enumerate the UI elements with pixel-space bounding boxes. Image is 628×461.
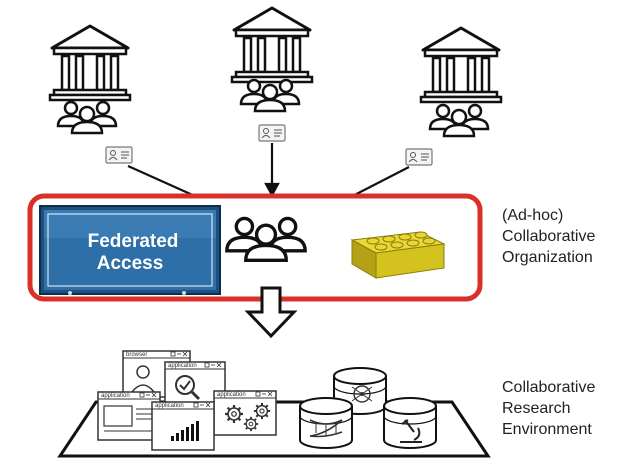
application-window-icon: application: [97, 391, 161, 441]
institution-icon: [48, 24, 132, 102]
bar-chart-icon: [171, 421, 199, 441]
users-group-icon: [239, 78, 301, 113]
label-line: Collaborative: [502, 379, 596, 396]
database-icon: [299, 397, 353, 449]
arrowhead-center: [264, 182, 280, 198]
database-icon: [383, 397, 437, 449]
users-group-icon: [428, 103, 490, 138]
gear-icon: [252, 401, 272, 421]
label-line: Environment: [502, 421, 592, 438]
institution-right: [419, 26, 503, 138]
lego-brick-icon: [350, 231, 446, 279]
label-line: Research: [502, 400, 571, 417]
window-title: application: [155, 403, 184, 409]
window-title: application: [101, 393, 130, 399]
label-line: (Ad-hoc): [502, 207, 564, 224]
sign-line-2: Access: [97, 253, 164, 274]
window-title: application: [168, 363, 197, 369]
microscope-icon: [400, 419, 422, 443]
window-title: application: [217, 392, 246, 398]
collaborative-research-environment-label: Collaborative Research Environment: [502, 377, 595, 440]
institution-icon: [419, 26, 503, 104]
gear-icon: [223, 403, 245, 425]
application-window-icon: application: [213, 390, 277, 436]
institution-left: [48, 24, 132, 135]
id-card-icon: [105, 146, 133, 164]
window-title: browser: [126, 352, 147, 358]
federated-access-sign: Federated Access: [39, 205, 221, 295]
id-card-icon: [405, 148, 433, 166]
down-arrow: [244, 286, 298, 339]
application-window-icon: application: [151, 401, 215, 451]
gear-icon: [242, 415, 260, 433]
label-line: Organization: [502, 249, 593, 266]
collaborative-organization-label: (Ad-hoc) Collaborative Organization: [502, 205, 595, 268]
sign-line-1: Federated: [88, 231, 179, 252]
id-card-icon: [258, 124, 286, 142]
users-group-icon: [56, 100, 118, 135]
label-line: Collaborative: [502, 228, 596, 245]
institution-center: [230, 6, 314, 113]
institution-icon: [230, 6, 314, 84]
